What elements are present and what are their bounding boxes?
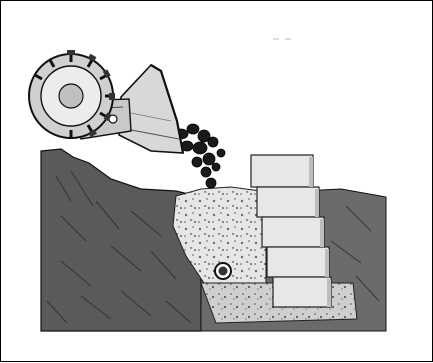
wall-block	[262, 217, 324, 247]
wall-block	[273, 277, 331, 307]
wall-block	[251, 155, 313, 187]
wall-block	[267, 247, 329, 277]
wall-block	[257, 187, 319, 217]
drain-pipe-icon	[215, 263, 231, 279]
excavator-track-icon	[29, 50, 115, 138]
